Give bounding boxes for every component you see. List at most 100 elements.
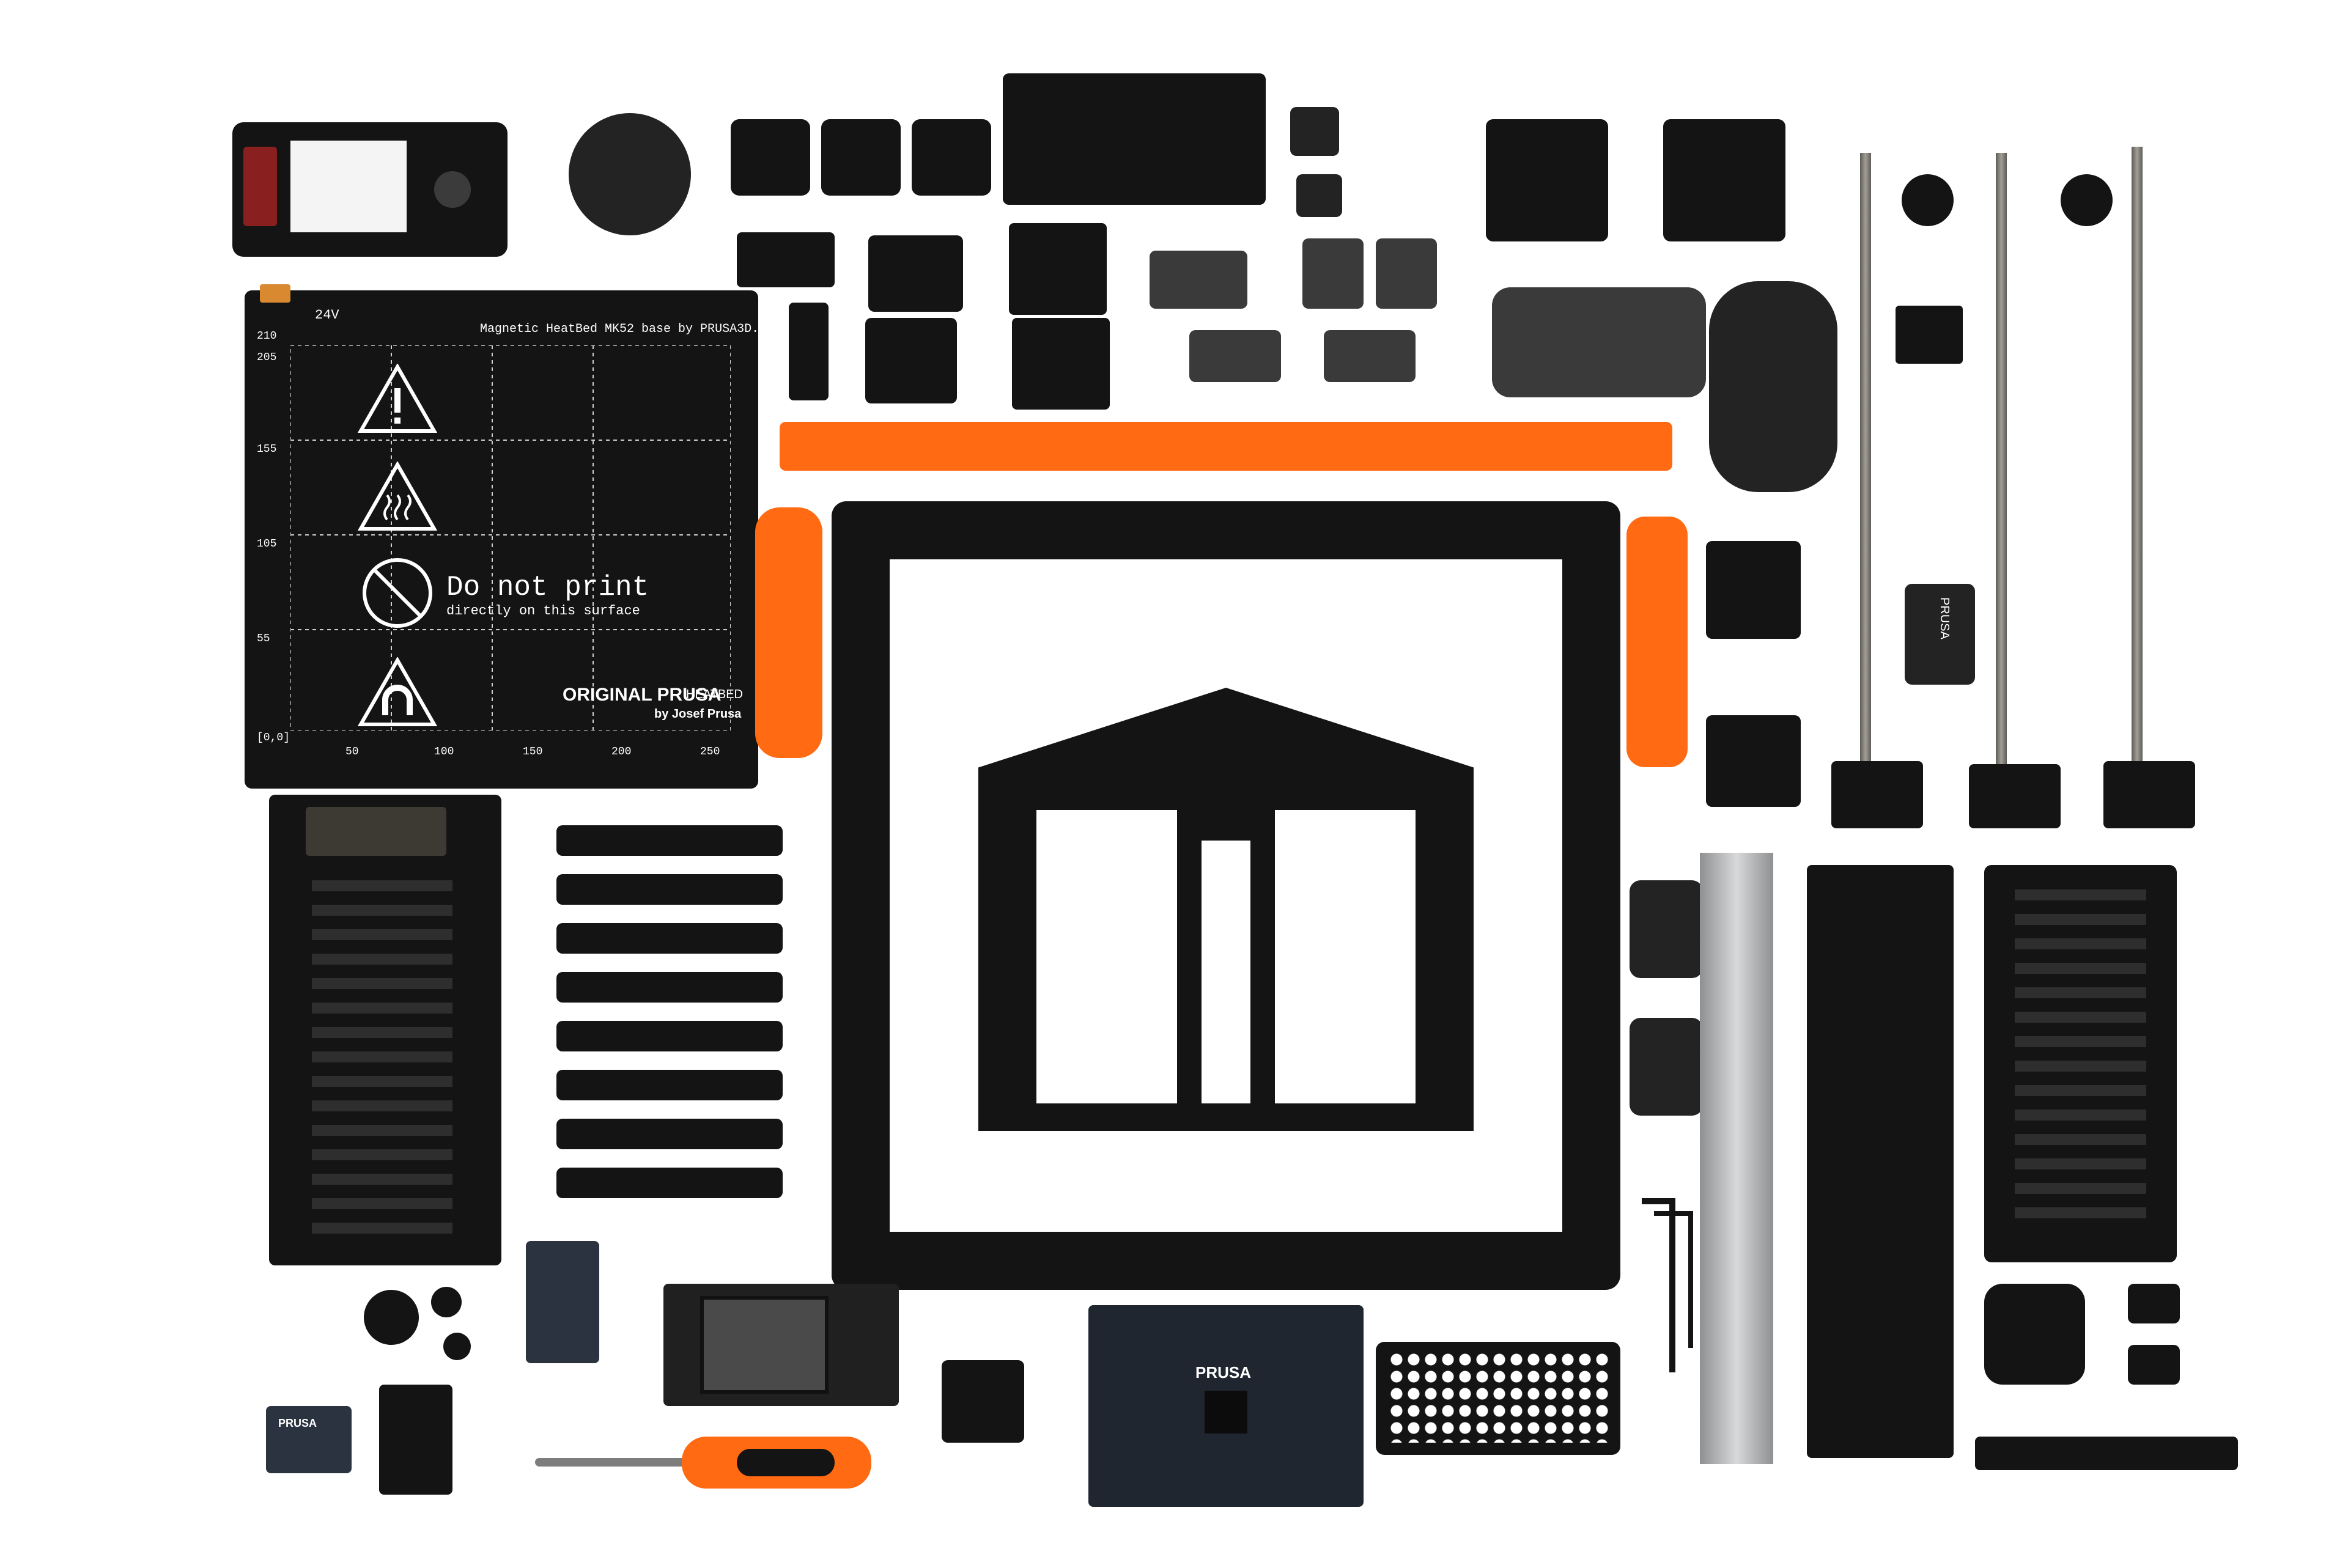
extruder-assembly <box>1709 281 1837 492</box>
bearing-holder <box>1324 330 1416 382</box>
frame-cutout <box>1275 810 1416 1103</box>
allen-keys <box>1642 1198 1693 1372</box>
heatbed-y-tick: 55 <box>257 633 270 645</box>
z-motor <box>1831 761 1923 828</box>
z-leadscrew <box>2132 147 2143 770</box>
fan-shroud <box>821 119 901 196</box>
display-window <box>290 141 407 232</box>
cooling-fan <box>1663 119 1785 241</box>
heatbed-warning-main: Do not print <box>446 572 649 603</box>
cooling-fan <box>1486 119 1608 241</box>
small-board <box>1896 306 1963 364</box>
orange-side-part <box>1626 517 1688 767</box>
camera-mount <box>1984 1284 2085 1385</box>
cable-clip <box>556 1021 783 1051</box>
bearing-holder <box>1150 251 1247 309</box>
cable-clip <box>556 972 783 1003</box>
z-leadscrew <box>1860 153 1871 770</box>
display-board <box>663 1284 899 1406</box>
cable-clip <box>556 874 783 905</box>
cable-holder <box>865 318 957 403</box>
electronics-cover <box>1984 865 2177 1262</box>
psu-cover <box>1807 865 1954 1458</box>
orange-rail <box>780 422 1672 471</box>
heatbed-brand: ORIGINAL PRUSA <box>563 685 722 705</box>
cable-clip <box>556 825 783 856</box>
vent-slots <box>2015 889 2146 1232</box>
main-board-chip <box>1205 1391 1247 1434</box>
small-nut <box>431 1287 462 1317</box>
heatbed-grid <box>290 345 731 731</box>
screwdriver-grip <box>737 1449 835 1476</box>
fan-shrouds <box>731 119 994 196</box>
orange-spool-holder <box>755 507 822 758</box>
small-cover <box>2128 1345 2180 1385</box>
hex-plate <box>1012 318 1110 410</box>
heatbed-header: Magnetic HeatBed MK52 base by PRUSA3D.CO… <box>480 322 781 336</box>
no-print-icon <box>363 558 432 628</box>
heatbed-y-tick: 210 <box>257 330 277 342</box>
small-nut <box>443 1333 471 1360</box>
x-end-part <box>1376 238 1437 309</box>
frame-cutout <box>1036 810 1177 1103</box>
tool-holder <box>379 1385 452 1495</box>
bearing-holder <box>1189 330 1281 382</box>
filament-wheel <box>364 1290 419 1345</box>
heatbed-x-tick: 150 <box>523 746 543 758</box>
heatbed-brand-suffix: HEATBED <box>686 688 743 701</box>
smooth-rods <box>1700 853 1773 1464</box>
handle <box>1975 1437 2238 1470</box>
sensor-tag: PRUSA <box>1905 584 1975 685</box>
heatbed-y-tick: 155 <box>257 443 277 455</box>
z-nut <box>1902 174 1954 226</box>
cable-clip <box>556 1070 783 1100</box>
hex-plate <box>1009 223 1107 315</box>
sensor-board-label: PRUSA <box>278 1417 317 1429</box>
power-supply <box>269 795 501 1265</box>
display-red-grille <box>243 147 277 226</box>
heatbed-x-tick: 200 <box>611 746 632 758</box>
extruder-cover <box>1003 73 1266 205</box>
cable-clip <box>556 1119 783 1149</box>
heatbed-x-tick: 50 <box>345 746 359 758</box>
frame-inner-panel <box>978 688 1474 1131</box>
blower-fan <box>569 113 691 235</box>
y-idler <box>1630 1018 1703 1116</box>
filament-sensor-board: PRUSA <box>266 1406 352 1473</box>
vent-slots <box>312 880 452 1235</box>
spool-holder-arm <box>1492 287 1706 397</box>
fan-shroud <box>912 119 991 196</box>
clip-part <box>737 232 835 287</box>
z-motor <box>2103 761 2195 828</box>
main-board-label: PRUSA <box>1195 1363 1252 1382</box>
small-cover <box>2128 1284 2180 1323</box>
heatbed-warning-sub: directly on this surface <box>446 603 640 619</box>
small-bracket <box>1296 174 1342 217</box>
hex-grille <box>1376 1342 1620 1455</box>
magnet-icon <box>358 657 437 726</box>
stepper-motor <box>1706 541 1801 639</box>
cable-clip <box>556 1168 783 1198</box>
extruder-motor-plate <box>942 1360 1024 1443</box>
clip-part <box>789 303 829 400</box>
printer-frame <box>832 501 1620 1290</box>
heatbed-origin: [0,0] <box>257 732 290 744</box>
sensor-tag-label: PRUSA <box>1937 597 1951 639</box>
heatbed-x-tick: 250 <box>700 746 720 758</box>
heatbed-voltage: 24V <box>315 307 339 323</box>
hex-pattern <box>1388 1351 1608 1443</box>
fan-shroud <box>731 119 810 196</box>
z-leadscrew <box>1996 153 2007 770</box>
stepper-motor <box>1706 715 1801 807</box>
heatbed-y-tick: 205 <box>257 352 277 364</box>
heatbed-brand-by: by Josef Prusa <box>654 707 742 721</box>
small-pcb <box>526 1241 599 1363</box>
hot-surface-icon <box>358 462 437 531</box>
display-enclosure <box>232 122 508 257</box>
heatbed-y-tick: 105 <box>257 538 277 550</box>
y-idler <box>1630 880 1703 978</box>
screwdriver-handle <box>682 1437 871 1489</box>
heatbed-x-tick: 100 <box>434 746 454 758</box>
psu-terminals <box>306 807 446 856</box>
main-board: PRUSA <box>1088 1305 1364 1507</box>
